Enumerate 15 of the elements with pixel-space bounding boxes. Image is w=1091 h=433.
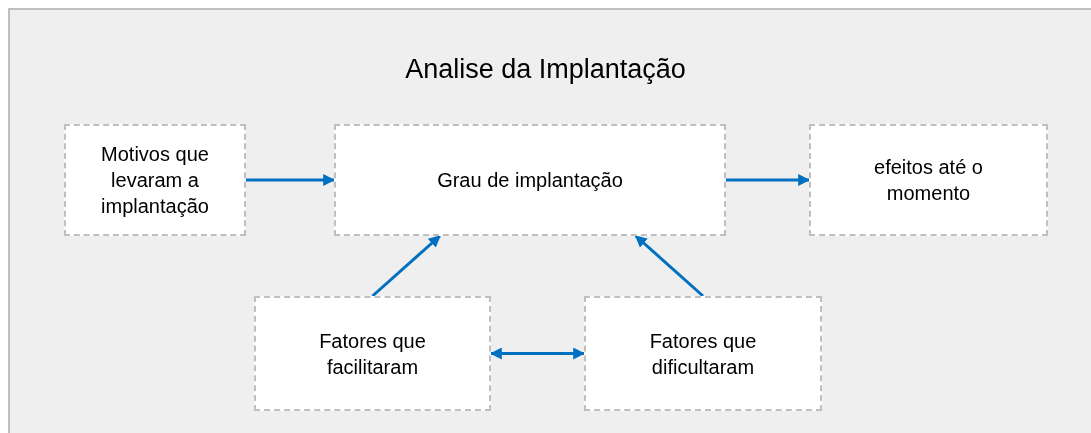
box-text: Fatores que dificultaram	[648, 328, 758, 380]
arrow	[246, 174, 336, 186]
box-text: Fatores que facilitaram	[318, 328, 427, 380]
process-box	[64, 124, 246, 236]
box-text: Grau de implantação	[437, 168, 623, 193]
box-text: efeitos até o momento	[873, 155, 984, 206]
arrow	[634, 234, 704, 298]
diagram-title: Analise da Implantação	[404, 54, 687, 85]
box-text: Motivos que levaram a implantação	[100, 142, 210, 219]
arrow	[371, 234, 441, 298]
process-box	[584, 296, 822, 411]
process-box	[254, 296, 491, 411]
process-box	[809, 124, 1048, 236]
arrow	[726, 174, 811, 186]
process-box	[334, 124, 726, 236]
